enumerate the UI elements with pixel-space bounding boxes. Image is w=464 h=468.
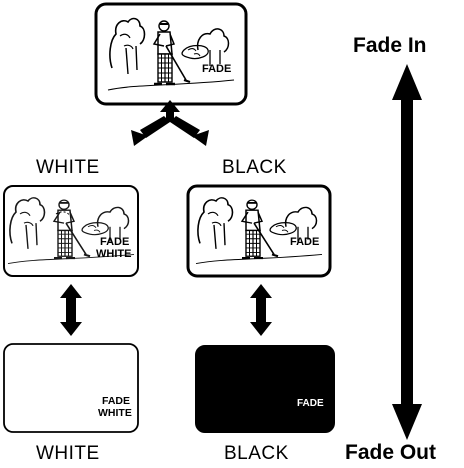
white-bottom-label: WHITE <box>36 443 100 464</box>
frame-white-mid: FADE WHITE <box>3 185 139 277</box>
three-way-arrow <box>131 100 209 146</box>
frame-white-mid-overlay-2: WHITE <box>96 248 131 260</box>
fade-in-label: Fade In <box>353 34 427 57</box>
black-bottom-label: BLACK <box>224 443 289 464</box>
double-arrow-white <box>60 284 82 336</box>
black-mid-label: BLACK <box>222 157 287 178</box>
fade-direction-arrow <box>392 64 422 440</box>
fade-out-label: Fade Out <box>345 441 437 464</box>
frame-black-mid-overlay: FADE <box>290 236 319 248</box>
frame-white-bottom-overlay-1: FADE <box>102 395 130 407</box>
frame-white-mid-overlay-1: FADE <box>100 236 129 248</box>
frame-black-mid: FADE <box>186 184 332 278</box>
frame-white-bottom-overlay-2: WHITE <box>98 407 132 419</box>
frame-top: FADE <box>94 2 248 106</box>
frame-top-overlay: FADE <box>202 63 231 75</box>
white-mid-label: WHITE <box>36 157 100 178</box>
double-arrow-black <box>250 284 272 336</box>
frame-white-bottom: FADE WHITE <box>3 343 139 433</box>
frame-black-bottom: FADE <box>195 345 335 433</box>
frame-black-bottom-overlay: FADE <box>297 398 324 409</box>
